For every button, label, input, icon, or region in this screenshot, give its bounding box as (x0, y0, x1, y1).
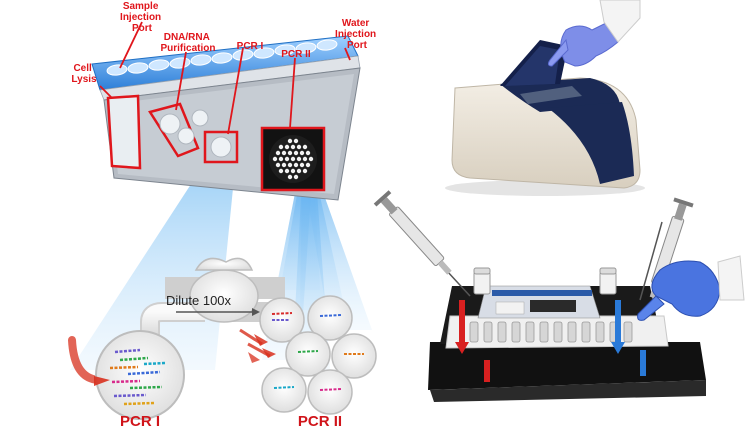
loading-station-icon (428, 267, 706, 402)
label-pcr1-top: PCR I (237, 41, 264, 52)
label-dna-rna: DNA/RNA Purification (160, 32, 215, 54)
label-water-port: Water Injection Port (335, 18, 379, 51)
callout-lines (99, 21, 351, 135)
pouch-labels: Sample Injection Port DNA/RNA Purificati… (71, 1, 379, 85)
pcr2-array (260, 126, 326, 192)
label-pcr1-bottom: PCR I (120, 413, 160, 430)
label-pcr2-bottom: PCR II (298, 413, 342, 430)
purification-chamber (148, 102, 209, 158)
pcr-chamber-diagram: Dilute 100x PCR I PCR II (68, 257, 377, 430)
label-cell-lysis: Cell Lysis (71, 63, 97, 85)
gloved-hand-icon (637, 255, 745, 321)
instrument-icon (445, 40, 645, 196)
gloved-hand-icon (547, 0, 641, 67)
syringe-icon (373, 190, 471, 297)
film-array-pouch (91, 35, 361, 201)
dna-fragments-pcr1 (109, 348, 167, 406)
pcr2-wells (259, 295, 377, 415)
label-dilute: Dilute 100x (166, 293, 232, 308)
label-sample-port: Sample Injection Port (120, 1, 164, 34)
label-pcr2-top: PCR II (281, 49, 311, 60)
dilute-arrow (176, 308, 260, 316)
reagent-wells (106, 39, 338, 76)
red-flow-arrows (94, 328, 276, 386)
